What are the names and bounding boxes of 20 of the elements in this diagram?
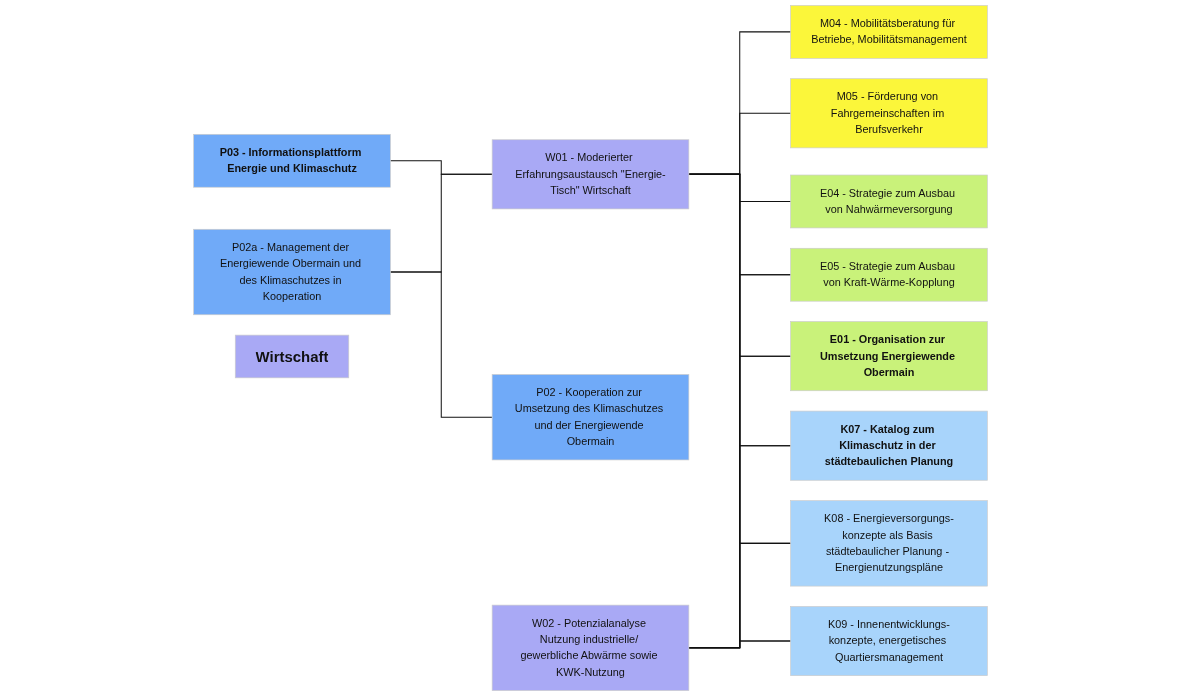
node-box: E01 - Organisation zur Umsetzung Energiewende Obermain [790, 321, 988, 392]
connector [688, 355, 792, 649]
connector [688, 445, 792, 649]
node-box: M05 - Förderung von Fahrgemeinschaften im Berufsverkehr [790, 78, 988, 149]
connector [688, 640, 792, 649]
node-box: Wirtschaft [234, 334, 350, 379]
node-box: E05 - Strategie zum Ausbau von Kraft-Wärme-Kopplung [790, 247, 988, 302]
node-box: M04 - Mobilitätsberatung für Betriebe, Mobilitätsmanagement [790, 5, 988, 59]
node-box: K07 - Katalog zum Klimaschutz in der städtebaulichen Planung [790, 410, 988, 481]
node-box: K08 - Energieversorgungs-konzepte als Basis städtebaulicher Planung - Energienutzungspläne [790, 500, 988, 587]
node-box: W02 - Potenzialanalyse Nutzung industrielle/ gewerbliche Abwärme sowie KWK-Nutzung [491, 604, 690, 691]
connector [688, 274, 792, 649]
node-box: E04 - Strategie zum Ausbau von Nahwärmeversorgung [790, 174, 988, 229]
node-box: P02a - Management der Energiewende Obermain und des Klimaschutzes in Kooperation [193, 228, 391, 316]
node-box: K09 - Innenentwicklungs-konzepte, energetisches Quartiersmanagement [790, 606, 988, 676]
connector [688, 542, 792, 649]
node-box: P02 - Kooperation zur Umsetzung des Klimaschutzes und der Energiewende Obermain [491, 374, 690, 461]
connector [389, 271, 493, 418]
node-box: P03 - Informationsplattform Energie und Klimaschutz [193, 134, 391, 188]
node-box: W01 - Moderierter Erfahrungsaustausch "Energie-Tisch" Wirtschaft [491, 139, 690, 210]
